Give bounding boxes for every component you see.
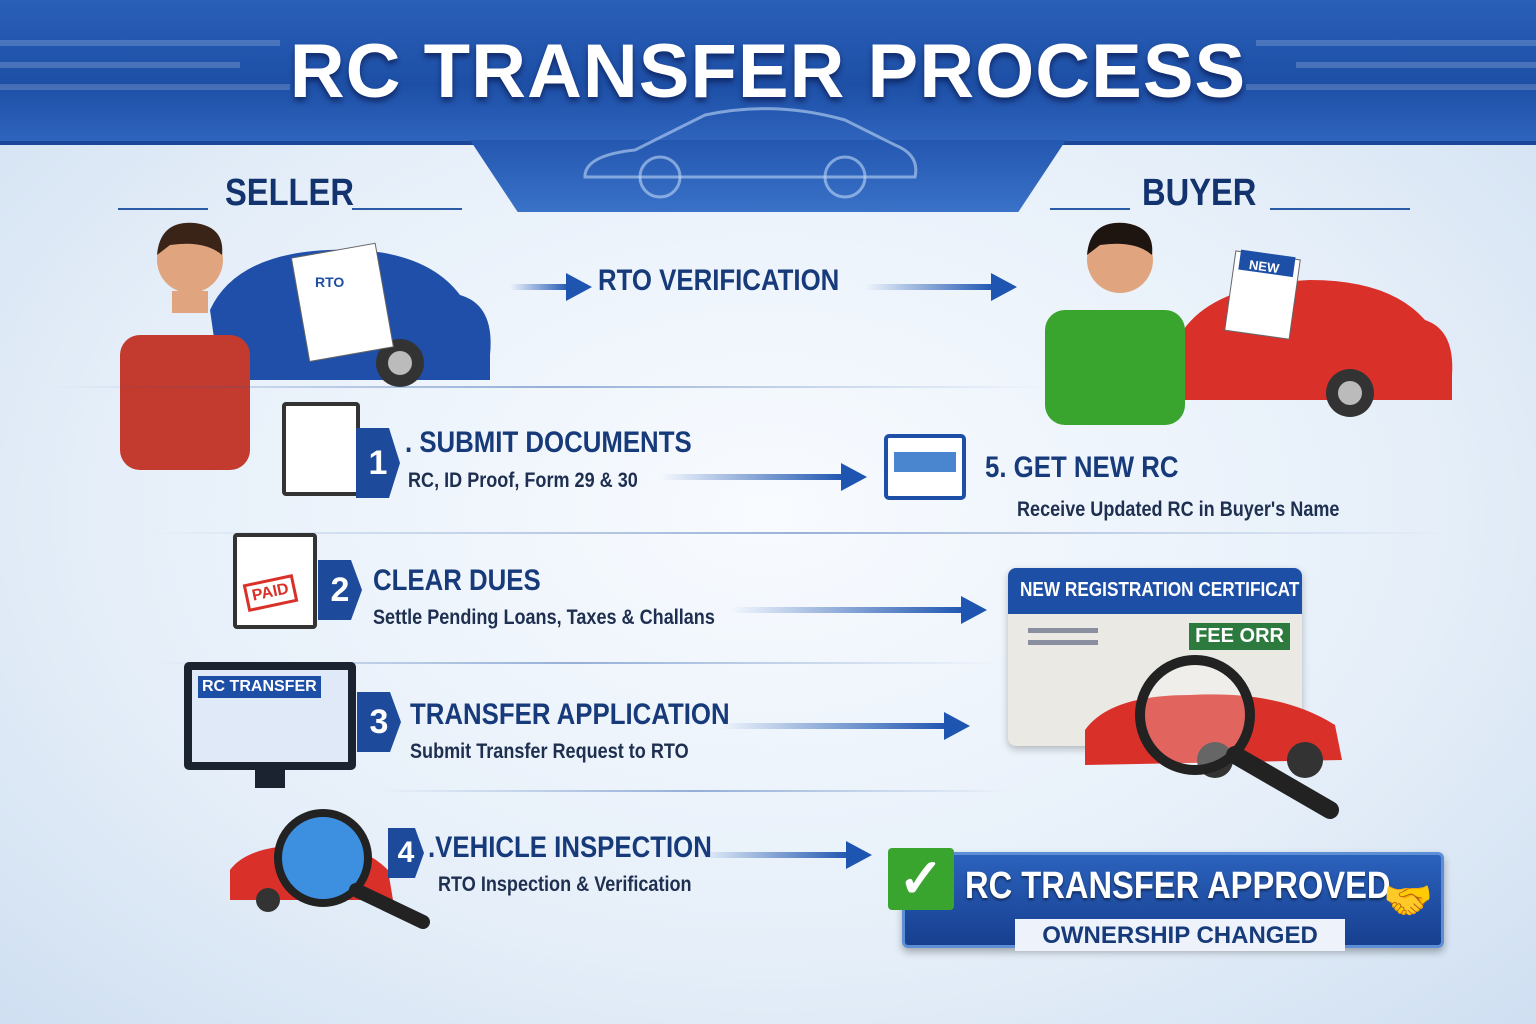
divider [1270,208,1410,210]
svg-text:RTO: RTO [315,274,344,290]
step-1-subtitle: RC, ID Proof, Form 29 & 30 [408,469,638,492]
divider [1050,208,1130,210]
approved-title: RC TRANSFER APPROVED [965,865,1391,907]
step-4-title: .VEHICLE INSPECTION [428,831,712,864]
buyer-label: BUYER [1142,172,1257,214]
divider [118,208,208,210]
rc-card-icon [884,434,966,500]
approved-banner: RC TRANSFER APPROVED OWNERSHIP CHANGED 🤝 [902,852,1444,951]
divider [352,208,462,210]
step-3-title: TRANSFER APPLICATION [410,698,730,731]
monitor-stand [255,770,285,788]
screen-label: RC TRANSFER [198,676,321,698]
svg-text:NEW: NEW [1248,257,1281,276]
step-3-badge: 3 [357,692,401,752]
step-5-title: 5. GET NEW RC [985,451,1179,484]
arrow [510,273,592,301]
car-inspection-icon [230,809,430,929]
step-2-title: CLEAR DUES [373,564,541,597]
step-3-subtitle: Submit Transfer Request to RTO [410,740,689,763]
arrow [660,463,867,491]
handshake-icon: 🤝 [1383,879,1433,923]
step-1-badge: 1 [356,428,400,498]
seller-label: SELLER [225,172,354,214]
step-2-subtitle: Settle Pending Loans, Taxes & Challans [373,606,715,629]
rto-verification-label: RTO VERIFICATION [598,264,840,297]
arrow [720,712,970,740]
checkmark-icon: ✓ [888,848,954,910]
divider [50,386,1050,388]
arrow [700,841,872,869]
arrow [730,596,987,624]
approved-subtitle: OWNERSHIP CHANGED [1015,919,1345,951]
divider [150,662,1000,664]
car-outline-icon [583,107,918,199]
arrow [865,273,1017,301]
divider [150,532,1450,534]
divider [380,790,1010,792]
certificate-header: NEW REGISTRATION CERTIFICAT E [1008,568,1302,614]
clipboard-icon [282,402,360,496]
step-2-badge: 2 [318,560,362,620]
paid-stamp: PAID [242,573,299,613]
car-magnifier-icon [1085,655,1342,819]
step-5-subtitle: Receive Updated RC in Buyer's Name [1017,498,1340,521]
seller-illustration: RTO [120,222,491,470]
page-title: RC TRANSFER PROCESS [289,29,1247,114]
monitor-icon: RC TRANSFER [184,662,356,770]
step-1-title: . SUBMIT DOCUMENTS [405,426,692,459]
step-4-subtitle: RTO Inspection & Verification [438,873,692,896]
certificate-logo: FEE ORR [1189,623,1290,650]
buyer-illustration: NEW [1045,222,1453,425]
clipboard-icon: PAID [233,533,317,629]
